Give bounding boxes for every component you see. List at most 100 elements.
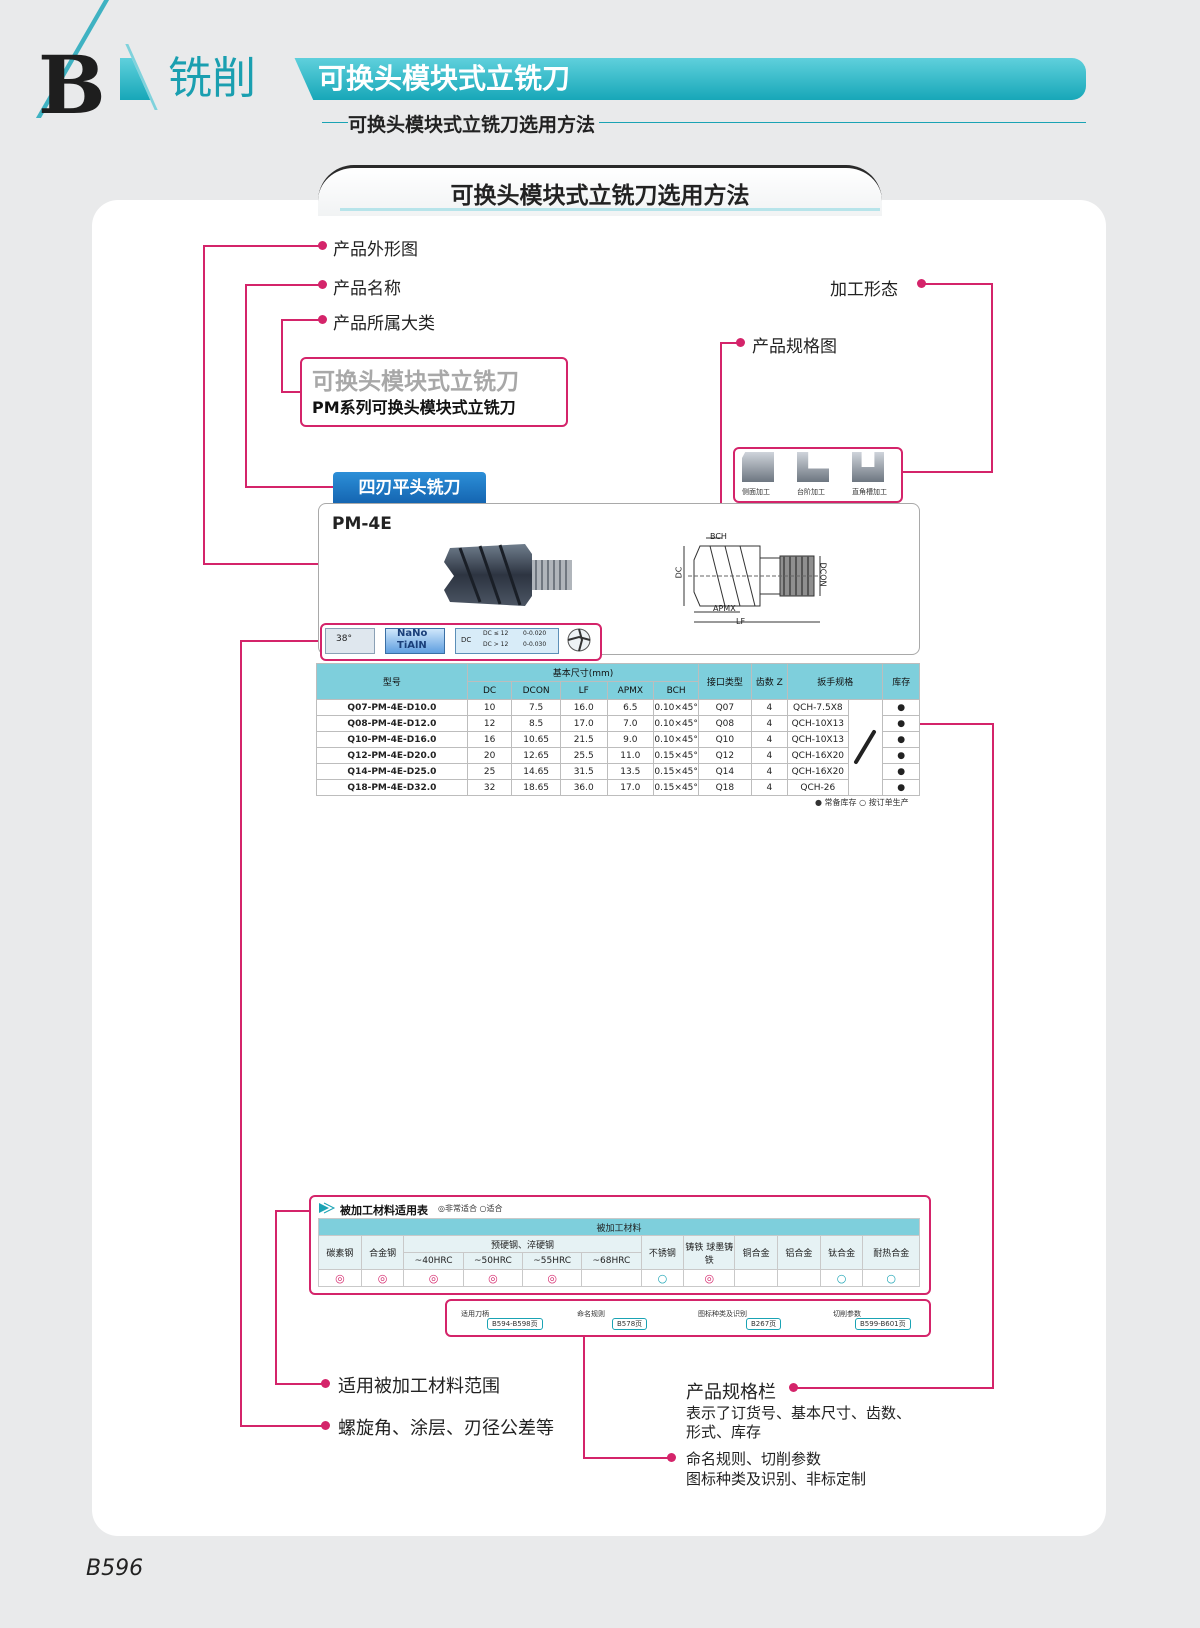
mat-mark: ○ xyxy=(819,1269,864,1287)
callout-dot xyxy=(789,1383,798,1392)
cell-lf: 17.0 xyxy=(559,715,608,732)
mat-col: 不锈钢 xyxy=(640,1235,685,1270)
callout-line xyxy=(245,486,333,488)
cell-iface: Q08 xyxy=(698,715,752,732)
mat-col: 铸铁 球墨铸铁 xyxy=(683,1235,736,1270)
ref-label: 命名规则 xyxy=(577,1310,605,1318)
cell-dcon: 12.65 xyxy=(511,747,561,764)
callout-dot xyxy=(321,1379,330,1388)
table-row: Q18-PM-4E-D32.0 32 18.65 36.0 17.0 0.15×… xyxy=(316,779,920,796)
th-iface: 接口类型 xyxy=(698,663,752,700)
spec-drawing xyxy=(683,537,821,623)
callout-line xyxy=(240,640,320,642)
four-flute-icon xyxy=(567,628,591,652)
cell-iface: Q18 xyxy=(698,779,752,796)
helix-angle-icon xyxy=(325,628,375,654)
callout-spec-col-desc2: 形式、库存 xyxy=(686,1423,762,1441)
cell-model: Q12-PM-4E-D20.0 xyxy=(316,747,468,764)
callout-line xyxy=(275,1210,277,1385)
callout-spec-drawing: 产品规格图 xyxy=(752,337,837,357)
cell-iface: Q12 xyxy=(698,747,752,764)
cell-z: 4 xyxy=(750,715,789,732)
cell-wrench: QCH-7.5X8 xyxy=(787,699,849,716)
th-model: 型号 xyxy=(316,663,468,700)
coating-name1: NaNo xyxy=(397,628,428,639)
callout-dot xyxy=(917,279,926,288)
cell-dc: 12 xyxy=(466,715,513,732)
wrench-icon xyxy=(854,730,877,764)
ref-page-link[interactable]: B594-B598页 xyxy=(487,1318,543,1330)
product-name-box xyxy=(300,357,568,427)
cell-dcon: 14.65 xyxy=(511,763,561,780)
cell-bch: 0.10×45° xyxy=(653,715,700,732)
ref-page-link[interactable]: B599-B601页 xyxy=(855,1318,911,1330)
callout-line xyxy=(281,319,283,393)
cell-bch: 0.15×45° xyxy=(653,779,700,796)
dim-lf: LF xyxy=(736,617,746,626)
cell-wrench: QCH-26 xyxy=(787,779,849,796)
callout-line xyxy=(245,284,321,286)
mat-mark: ◎ xyxy=(360,1269,405,1287)
cell-stock: ● xyxy=(882,731,920,748)
callout-helix: 螺旋角、涂层、刃径公差等 xyxy=(338,1418,554,1439)
material-legend: ◎非常适合 ○适合 xyxy=(438,1204,503,1213)
spec-table: 型号 基本尺寸(mm) 接口类型 齿数 Z 扳手规格 库存 DC DCON LF… xyxy=(316,663,920,796)
wrench-icon-cell xyxy=(847,699,884,796)
page-title: 可换头模块式立铣刀 xyxy=(318,62,571,95)
callout-rules1: 命名规则、切削参数 xyxy=(686,1450,822,1468)
cell-dcon: 7.5 xyxy=(511,699,561,716)
th-basic: 基本尺寸(mm) xyxy=(466,663,700,682)
cell-dcon: 8.5 xyxy=(511,715,561,732)
th-bch: BCH xyxy=(653,681,700,700)
cell-stock: ● xyxy=(882,699,920,716)
page-number: B596 xyxy=(86,1556,144,1581)
ref-page-link[interactable]: B578页 xyxy=(612,1318,648,1330)
callout-line xyxy=(203,245,321,247)
table-row: Q08-PM-4E-D12.0 12 8.5 17.0 7.0 0.10×45°… xyxy=(316,715,920,732)
cell-z: 4 xyxy=(750,763,789,780)
callout-spec-col-desc1: 表示了订货号、基本尺寸、齿数、 xyxy=(686,1404,912,1422)
cell-stock: ● xyxy=(882,747,920,764)
stock-legend: ● 常备库存 ○ 按订单生产 xyxy=(815,798,909,807)
cell-stock: ● xyxy=(882,715,920,732)
ref-page-link[interactable]: B267页 xyxy=(746,1318,782,1330)
cell-lf: 16.0 xyxy=(559,699,608,716)
mat-col: 铝合金 xyxy=(777,1235,821,1270)
callout-line xyxy=(921,283,993,285)
th-dc: DC xyxy=(466,681,513,700)
mat-mark: ◎ xyxy=(521,1269,583,1287)
callout-dot xyxy=(318,315,327,324)
callout-dot xyxy=(667,1453,676,1462)
callout-line xyxy=(275,1210,309,1212)
product-type-label: 四刃平头铣刀 xyxy=(333,472,486,504)
process-label: 侧面加工 xyxy=(742,488,770,496)
panel-tab-underline xyxy=(340,208,880,211)
mat-col: 碳素钢 xyxy=(318,1235,362,1270)
callout-category: 产品所属大类 xyxy=(333,314,435,334)
tolerance-label: DC xyxy=(461,636,472,644)
cell-iface: Q14 xyxy=(698,763,752,780)
mat-mark: ◎ xyxy=(318,1269,362,1287)
mat-group: 预硬钢、淬硬钢 xyxy=(403,1235,642,1253)
table-row: Q10-PM-4E-D16.0 16 10.65 21.5 9.0 0.10×4… xyxy=(316,731,920,748)
cell-wrench: QCH-16X20 xyxy=(787,763,849,780)
th-wrench: 扳手规格 xyxy=(787,663,884,700)
cell-model: Q08-PM-4E-D12.0 xyxy=(316,715,468,732)
mat-mark: ○ xyxy=(640,1269,685,1287)
mat-mark: ◎ xyxy=(683,1269,736,1287)
tolerance-val: 0-0.030 xyxy=(523,641,547,648)
callout-dot xyxy=(318,241,327,250)
cell-lf: 31.5 xyxy=(559,763,608,780)
dim-dc: DC xyxy=(674,566,684,579)
tolerance-cond: DC ≤ 12 xyxy=(483,630,509,637)
cell-model: Q18-PM-4E-D32.0 xyxy=(316,779,468,796)
callout-spec-col: 产品规格栏 xyxy=(686,1382,776,1403)
cell-apmx: 7.0 xyxy=(606,715,655,732)
cell-dc: 32 xyxy=(466,779,513,796)
cell-bch: 0.15×45° xyxy=(653,763,700,780)
callout-line xyxy=(720,342,740,344)
mat-mark xyxy=(581,1269,642,1287)
dim-bch: BCH xyxy=(710,532,727,541)
cell-lf: 36.0 xyxy=(559,779,608,796)
callout-outline: 产品外形图 xyxy=(333,240,418,260)
